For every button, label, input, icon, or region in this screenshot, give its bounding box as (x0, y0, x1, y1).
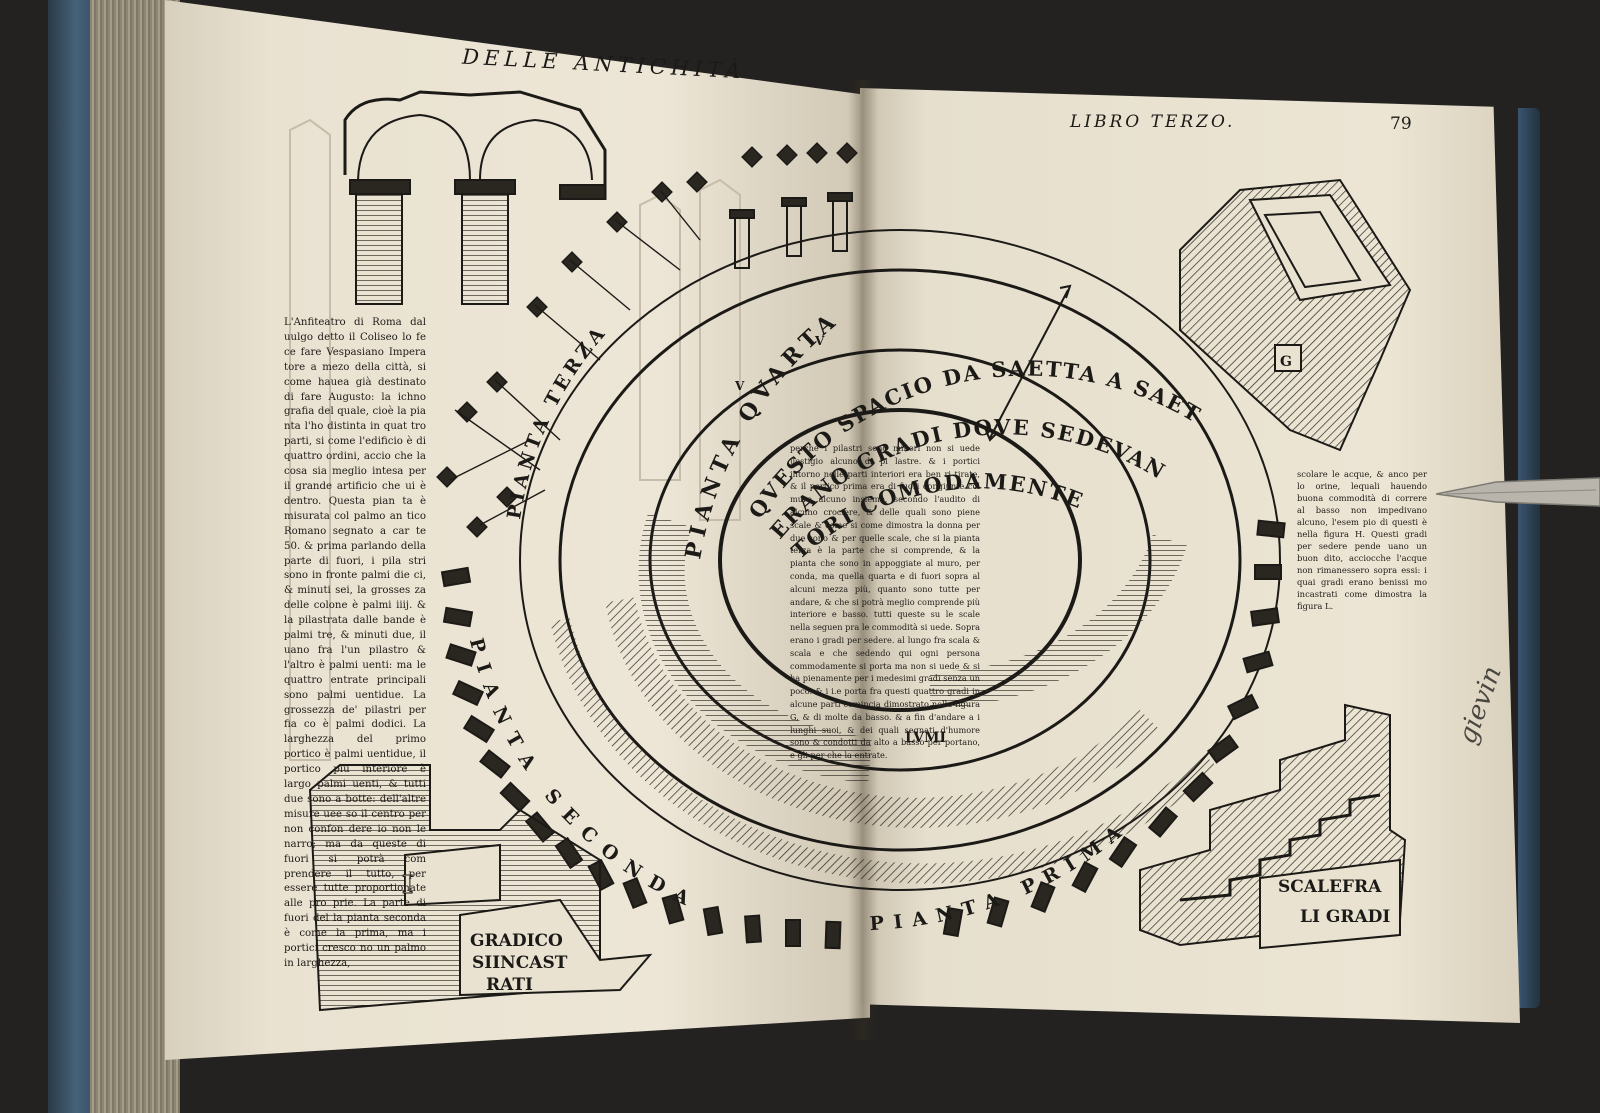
svg-text:ERANO GRADI DOVE SEDEVANO LI S: ERANO GRADI DOVE SEDEVANO LI SPETA (0, 0, 1171, 543)
running-head-right: LIBRO TERZO. (1070, 112, 1236, 132)
center-text: perche i pilastri sono minori non si ued… (790, 443, 980, 761)
outer-pier-network (436, 142, 858, 538)
figure-i-block (308, 764, 653, 1012)
label-scale-line-1: SCALEFRA (1278, 877, 1382, 897)
label-pianta-terza: PIANTA TERZA (503, 321, 608, 521)
svg-text:QVESTO SPACIO DA SAETTA A SAET: QVESTO SPACIO DA SAETTA A SAETTA (0, 0, 1205, 523)
right-column-text: scolare le acque, & anco per lo orine, l… (1297, 469, 1427, 611)
left-column-text: L'Anfiteatro di Roma dal uulgo detto il … (284, 317, 426, 969)
inscription-line-1: QVESTO SPACIO DA SAETTA A SAETTA (0, 0, 1203, 523)
measure-arrow (984, 284, 1072, 442)
label-gradi-line-2: SIINCAST (472, 953, 568, 973)
arches-elevation (343, 90, 853, 305)
label-v-1: V (734, 379, 745, 393)
svg-text:PIANTA TERZA: PIANTA TERZA (503, 321, 612, 521)
label-lumi: LVMI (905, 730, 946, 746)
figure-stairs (1139, 703, 1407, 950)
label-i: I (402, 870, 413, 899)
label-g: G (1280, 354, 1292, 370)
label-gradi-line-3: RATI (486, 975, 533, 995)
page-knife-blade (1436, 477, 1600, 507)
inscription-line-2: ERANO GRADI DOVE SEDEVANO LI SPETA (0, 0, 1169, 543)
right-cover (1518, 108, 1540, 1008)
label-v-2: V (814, 334, 825, 348)
label-scale-line-2: LI GRADI (1300, 907, 1390, 927)
page-number: 79 (1390, 114, 1412, 134)
figure-g-block (1179, 178, 1412, 452)
amphitheatre-plan (519, 229, 1281, 891)
label-gradi-line-1: GRADICO (470, 931, 563, 951)
